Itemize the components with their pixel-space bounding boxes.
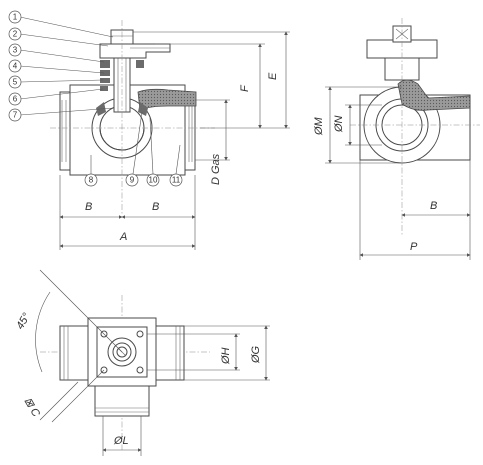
callout-1: 1 (13, 13, 18, 22)
dim-f: F (239, 84, 251, 92)
dim-p: P (410, 241, 418, 253)
callout-8: 8 (89, 176, 94, 185)
callout-4: 4 (13, 62, 18, 71)
dim-g: ØG (250, 345, 262, 364)
callout-7: 7 (13, 111, 18, 120)
dim-b-left: B (85, 201, 92, 213)
callout-9: 9 (130, 176, 135, 185)
callout-2: 2 (13, 30, 18, 39)
callout-bubbles-bottom: 8 9 10 11 (84, 111, 183, 187)
dim-angle-45: 45° (14, 311, 33, 332)
front-view-dimensions: B B A F E D Gas (59, 31, 290, 250)
side-view (350, 18, 480, 235)
dim-n: ØN (333, 115, 345, 133)
dim-m: ØM (313, 116, 325, 136)
top-view (40, 295, 210, 450)
dim-l: ØL (113, 435, 129, 447)
dim-c: ⊠ C (21, 396, 42, 420)
callout-11: 11 (172, 176, 181, 185)
callout-bubbles-left: 1 2 3 4 5 6 7 (8, 10, 115, 122)
callout-6: 6 (13, 95, 18, 104)
dim-h: ØH (220, 347, 232, 365)
dim-b-right: B (152, 201, 159, 213)
callout-10: 10 (149, 176, 158, 185)
dim-a: A (119, 231, 127, 243)
dim-e: E (267, 72, 279, 80)
front-section-view (50, 20, 215, 215)
callout-5: 5 (13, 78, 18, 87)
callout-3: 3 (13, 46, 18, 55)
side-view-dimensions: ØM ØN B P (313, 86, 471, 260)
dim-d-gas: D Gas (210, 153, 222, 185)
dim-b-side: B (430, 200, 437, 212)
